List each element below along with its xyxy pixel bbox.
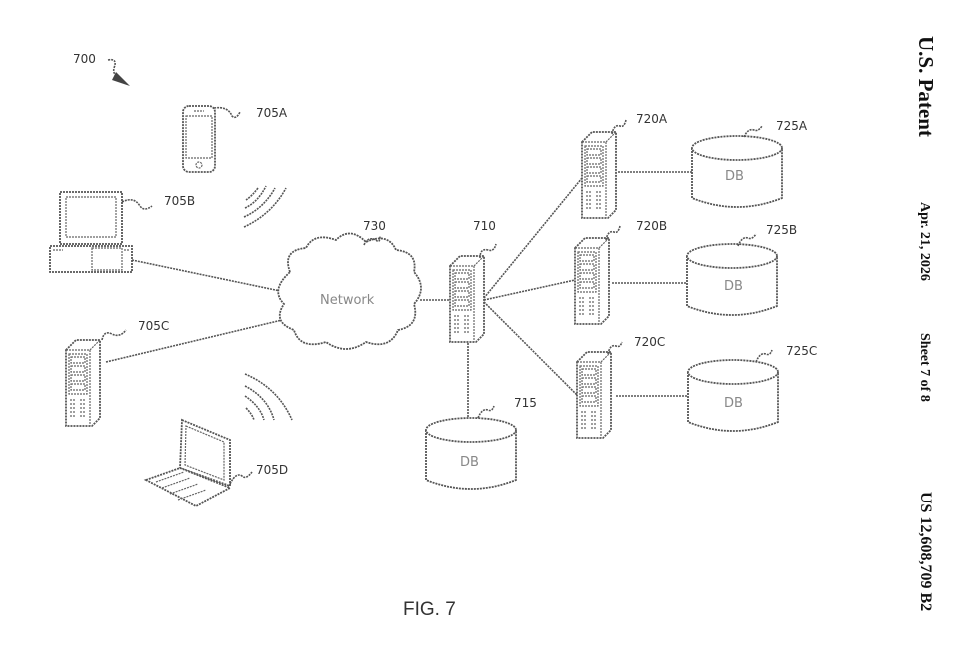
ref-730: 730 — [363, 219, 386, 233]
link-710-720B — [483, 279, 576, 301]
laptop-705D: 705D — [143, 418, 288, 508]
connections — [105, 171, 692, 420]
wireless-signal-icon — [244, 373, 293, 421]
ref-710: 710 — [473, 219, 496, 233]
network-cloud-730: Network 730 — [277, 219, 422, 350]
server-705C: 705C — [65, 319, 169, 427]
ref-720B: 720B — [636, 219, 667, 233]
patent-date: Apr. 21, 2026 — [917, 202, 932, 281]
link-710-720A — [483, 177, 583, 299]
database-725C: DB 725C — [687, 344, 817, 432]
db-label-725B: DB — [724, 279, 743, 294]
ref-705A: 705A — [256, 106, 288, 120]
ref-720A: 720A — [636, 112, 668, 126]
server-720C: 720C — [576, 335, 665, 439]
patent-title: U.S. Patent — [914, 36, 938, 137]
ref-725C: 725C — [786, 344, 817, 358]
db-label-725C: DB — [724, 396, 743, 411]
db-label-715: DB — [460, 455, 479, 470]
ref-725A: 725A — [776, 119, 808, 133]
server-710: 710 — [449, 219, 497, 343]
server-720A: 720A — [581, 112, 668, 219]
patent-number: US 12,608,709 B2 — [917, 492, 934, 612]
ref-720C: 720C — [634, 335, 665, 349]
arrowhead-icon — [112, 72, 130, 86]
figure-caption: FIG. 7 — [403, 599, 456, 620]
database-725A: DB 725A — [691, 119, 808, 208]
ref-725B: 725B — [766, 223, 797, 237]
ref-705C: 705C — [138, 319, 169, 333]
db-label-725A: DB — [725, 169, 744, 184]
link-705C-network — [105, 319, 283, 363]
database-725B: DB 725B — [686, 223, 797, 316]
database-715: DB 715 — [425, 396, 537, 490]
ref-705B: 705B — [164, 194, 195, 208]
ref-700: 700 — [73, 52, 96, 66]
ref-715: 715 — [514, 396, 537, 410]
link-710-720C — [483, 301, 578, 396]
wireless-signal-icon — [243, 185, 287, 228]
link-705B-network — [131, 259, 286, 293]
patent-sheet: Sheet 7 of 8 — [917, 333, 932, 402]
network-label: Network — [320, 293, 375, 308]
smartphone-705A: 705A — [182, 105, 288, 173]
desktop-computer-705B: 705B — [49, 191, 195, 273]
server-720B: 720B — [574, 219, 667, 325]
ref-705D: 705D — [256, 463, 288, 477]
